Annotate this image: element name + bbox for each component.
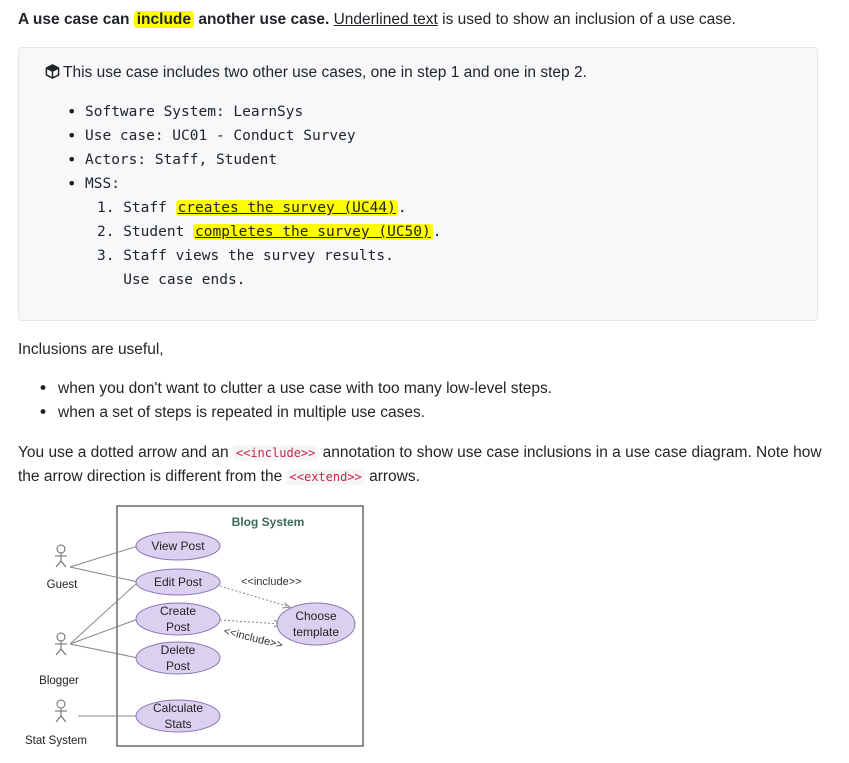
mss-step: 2. Student completes the survey (UC50). <box>97 220 441 244</box>
step-text: 1. Staff <box>97 200 176 216</box>
use-case-details: Software System: LearnSys Use case: UC01… <box>67 100 356 196</box>
mss-step: 3. Staff views the survey results. <box>97 244 441 268</box>
useful-list: when you don't want to clutter a use cas… <box>38 377 552 425</box>
include-label: <<include>> <box>241 576 302 588</box>
actor-icon <box>55 699 67 723</box>
note-text: annotation to show use case inclusions i… <box>18 444 822 485</box>
list-item: when a set of steps is repeated in multi… <box>38 401 552 425</box>
underlined-text: Underlined text <box>333 11 438 28</box>
example-intro: This use case includes two other use cas… <box>45 61 587 87</box>
actor-label: Guest <box>47 579 78 591</box>
use-case-label: Post <box>166 659 191 673</box>
use-case-label: Edit Post <box>154 575 203 589</box>
intro-rest: is used to show an inclusion of a use ca… <box>437 11 736 28</box>
use-case-view-post <box>135 531 221 561</box>
note-text: arrows. <box>364 468 420 485</box>
step-suffix: . <box>397 200 407 216</box>
actor-icon <box>55 544 67 568</box>
intro-bold-before: A use case can <box>18 11 130 28</box>
arrow-note-paragraph: You use a dotted arrow and an <<include>… <box>18 441 833 489</box>
use-case-choose-template <box>276 602 356 646</box>
use-case-create-post <box>135 602 221 636</box>
list-item: Use case: UC01 - Conduct Survey <box>67 124 356 148</box>
include-code: <<include>> <box>232 445 319 461</box>
step-suffix: . <box>432 224 442 240</box>
example-box: This use case includes two other use cas… <box>18 47 818 321</box>
include-arrows <box>219 585 291 625</box>
actor-label: Stat System <box>25 735 87 747</box>
mss-step: Use case ends. <box>97 268 441 292</box>
association-lines <box>69 545 139 717</box>
list-item: Software System: LearnSys <box>67 100 356 124</box>
intro-paragraph: A use case can include another use case.… <box>18 8 838 32</box>
list-item: when you don't want to clutter a use cas… <box>38 377 552 401</box>
step-text: 3. Staff views the survey results. <box>97 248 394 264</box>
use-case-label: template <box>293 625 339 639</box>
actor-icon <box>55 632 67 656</box>
arrowhead-icon <box>281 602 292 609</box>
mss-steps: 1. Staff creates the survey (UC44). 2. S… <box>97 196 441 292</box>
use-case-label: Choose <box>295 609 337 623</box>
use-case-calculate-stats <box>135 699 221 733</box>
step-text: Use case ends. <box>97 272 246 288</box>
use-case-label: View Post <box>151 539 205 553</box>
note-text: You use a dotted arrow and an <box>18 444 233 461</box>
use-case-label: Create <box>160 604 196 618</box>
list-item: Actors: Staff, Student <box>67 148 356 172</box>
system-title: Blog System <box>232 515 305 529</box>
step-text: 2. Student <box>97 224 194 240</box>
include-link-uc44[interactable]: creates the survey (UC44) <box>175 200 398 216</box>
use-case-diagram: Blog System <<include>> <<include>> Gues… <box>25 505 364 747</box>
include-highlight: include <box>133 11 195 28</box>
useful-heading: Inclusions are useful, <box>18 341 164 358</box>
actor-label: Blogger <box>39 675 79 687</box>
extend-code: <<extend>> <box>286 469 365 485</box>
mss-step: 1. Staff creates the survey (UC44). <box>97 196 441 220</box>
use-case-label: Calculate <box>153 701 203 715</box>
example-intro-text: This use case includes two other use cas… <box>63 64 587 81</box>
use-case-delete-post <box>135 641 221 675</box>
use-case-label: Delete <box>161 643 196 657</box>
use-case-edit-post <box>135 568 221 596</box>
use-case-label: Post <box>166 620 191 634</box>
use-case-label: Stats <box>164 717 191 731</box>
include-link-uc50[interactable]: completes the survey (UC50) <box>193 224 433 240</box>
list-item: MSS: <box>67 172 356 196</box>
cube-icon <box>45 63 60 87</box>
intro-bold-after: another use case. <box>198 11 330 28</box>
